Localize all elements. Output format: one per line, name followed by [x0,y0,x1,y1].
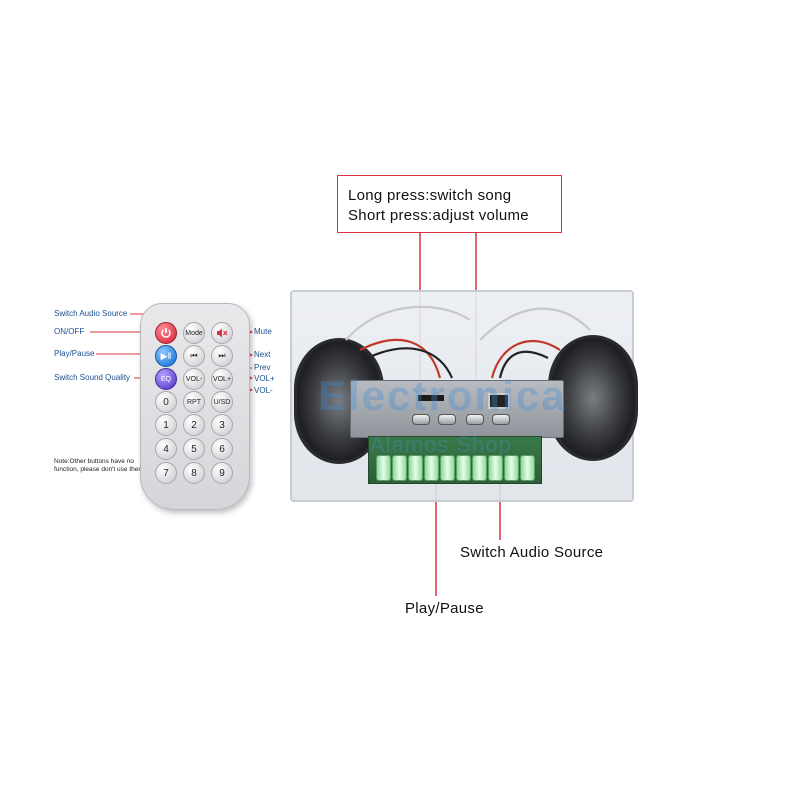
remote-label-vol-plus: VOL+ [254,374,275,383]
mute-icon [217,328,228,338]
mute-button[interactable] [211,322,233,344]
callout-line-1: Long press:switch song [348,187,512,204]
pcb-knob [504,455,519,481]
pcb-knob [456,455,471,481]
usb-port [488,393,510,409]
next-icon: ⏭ [218,351,226,360]
digit-9-button[interactable]: 9 [211,462,233,484]
pcb-knob [472,455,487,481]
prev-icon: ⏮ [190,351,198,360]
vol-plus-button[interactable]: VOL+ [211,368,233,390]
label-switch-audio-source: Switch Audio Source [460,544,604,561]
remote-label-prev: Prev [254,363,271,372]
prev-button[interactable]: ⏮ [183,345,205,367]
digit-3-button[interactable]: 3 [211,414,233,436]
watermark-subtext: Alamos Shop [370,432,512,457]
remote-label-play-pause: Play/Pause [54,349,95,358]
remote-label-switch-audio-source: Switch Audio Source [54,309,128,318]
digit-6-button[interactable]: 6 [211,438,233,460]
callout-box: Long press:switch song Short press:adjus… [337,175,562,233]
remote-label-sound-quality: Switch Sound Quality [54,373,131,382]
play-pause-icon: ▶‖ [160,350,172,361]
remote-label-vol-minus: VOL- [254,386,273,395]
digit-0-button[interactable]: 0 [155,391,177,413]
remote-label-on-off: ON/OFF [54,327,85,336]
digit-2-button[interactable]: 2 [183,414,205,436]
vol-minus-button[interactable]: VOL- [183,368,205,390]
power-icon [161,328,171,338]
panel-button-next[interactable] [466,414,484,425]
next-button[interactable]: ⏭ [211,345,233,367]
digit-8-button[interactable]: 8 [183,462,205,484]
panel-button-prev[interactable] [412,414,430,425]
power-button[interactable] [155,322,177,344]
digit-7-button[interactable]: 7 [155,462,177,484]
remote-note: Note:Other buttons have no function, ple… [54,458,144,473]
pcb-knob [488,455,503,481]
callout-line-2: Short press:adjust volume [348,207,529,224]
eq-button[interactable]: EQ [155,368,177,390]
remote-control: Mode ▶‖ ⏮ ⏭ EQ VOL- VOL+ 0 RPT U/SD 1 2 … [140,303,250,510]
digit-5-button[interactable]: 5 [183,438,205,460]
panel-button-play-pause[interactable] [438,414,456,425]
remote-label-next: Next [254,350,271,359]
mode-button[interactable]: Mode [183,322,205,344]
panel-button-mode[interactable] [492,414,510,425]
play-pause-button[interactable]: ▶‖ [155,345,177,367]
watermark-text: Electronica [318,372,567,419]
usd-button[interactable]: U/SD [211,391,233,413]
remote-label-mute: Mute [254,327,272,336]
pcb-knob [520,455,535,481]
sd-card-slot [418,395,444,401]
label-play-pause: Play/Pause [405,600,484,617]
digit-1-button[interactable]: 1 [155,414,177,436]
digit-4-button[interactable]: 4 [155,438,177,460]
pcb-knob [408,455,423,481]
pcb-knob [392,455,407,481]
pcb-knob [424,455,439,481]
rpt-button[interactable]: RPT [183,391,205,413]
pcb-knob [376,455,391,481]
pcb-knob [440,455,455,481]
